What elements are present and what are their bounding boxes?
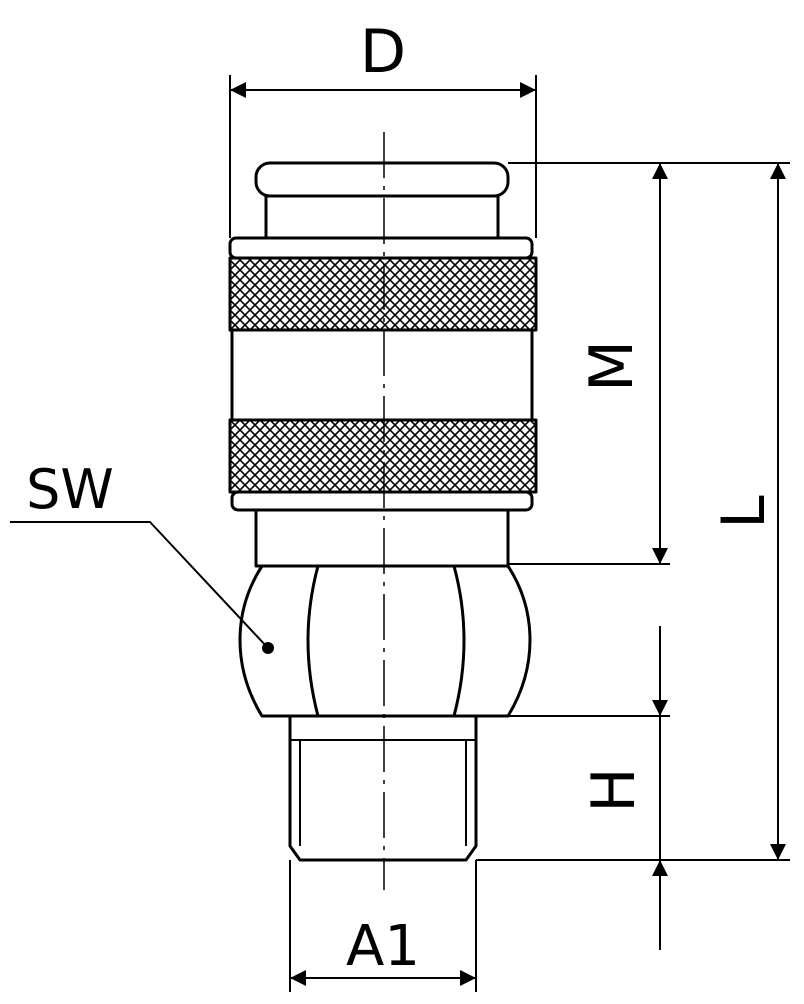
nose-rim [254,161,510,198]
dimension-m [508,162,790,565]
label-h: H [579,767,649,812]
label-m: M [577,340,647,392]
dimension-l [476,163,790,861]
nose-neck [264,194,500,240]
label-d: D [360,17,406,87]
sleeve-bottom [230,490,534,512]
hex-face-right [452,565,466,717]
body-neck [254,508,510,568]
dimension-d [229,75,537,238]
label-l: L [709,495,779,529]
sleeve-middle [230,328,534,422]
thread-spigot [288,714,478,862]
sleeve-top-cap [228,236,534,260]
dimension-h [508,626,670,950]
label-a1: A1 [346,914,420,979]
upper-knurl-band [228,256,538,332]
hex-nut [238,564,532,718]
lower-knurl-band [228,418,538,494]
sw-leader [10,521,274,654]
hex-face-left [306,565,320,717]
dimension-a1 [289,860,477,992]
label-sw: SW [26,458,114,521]
coupling-body [228,161,538,862]
